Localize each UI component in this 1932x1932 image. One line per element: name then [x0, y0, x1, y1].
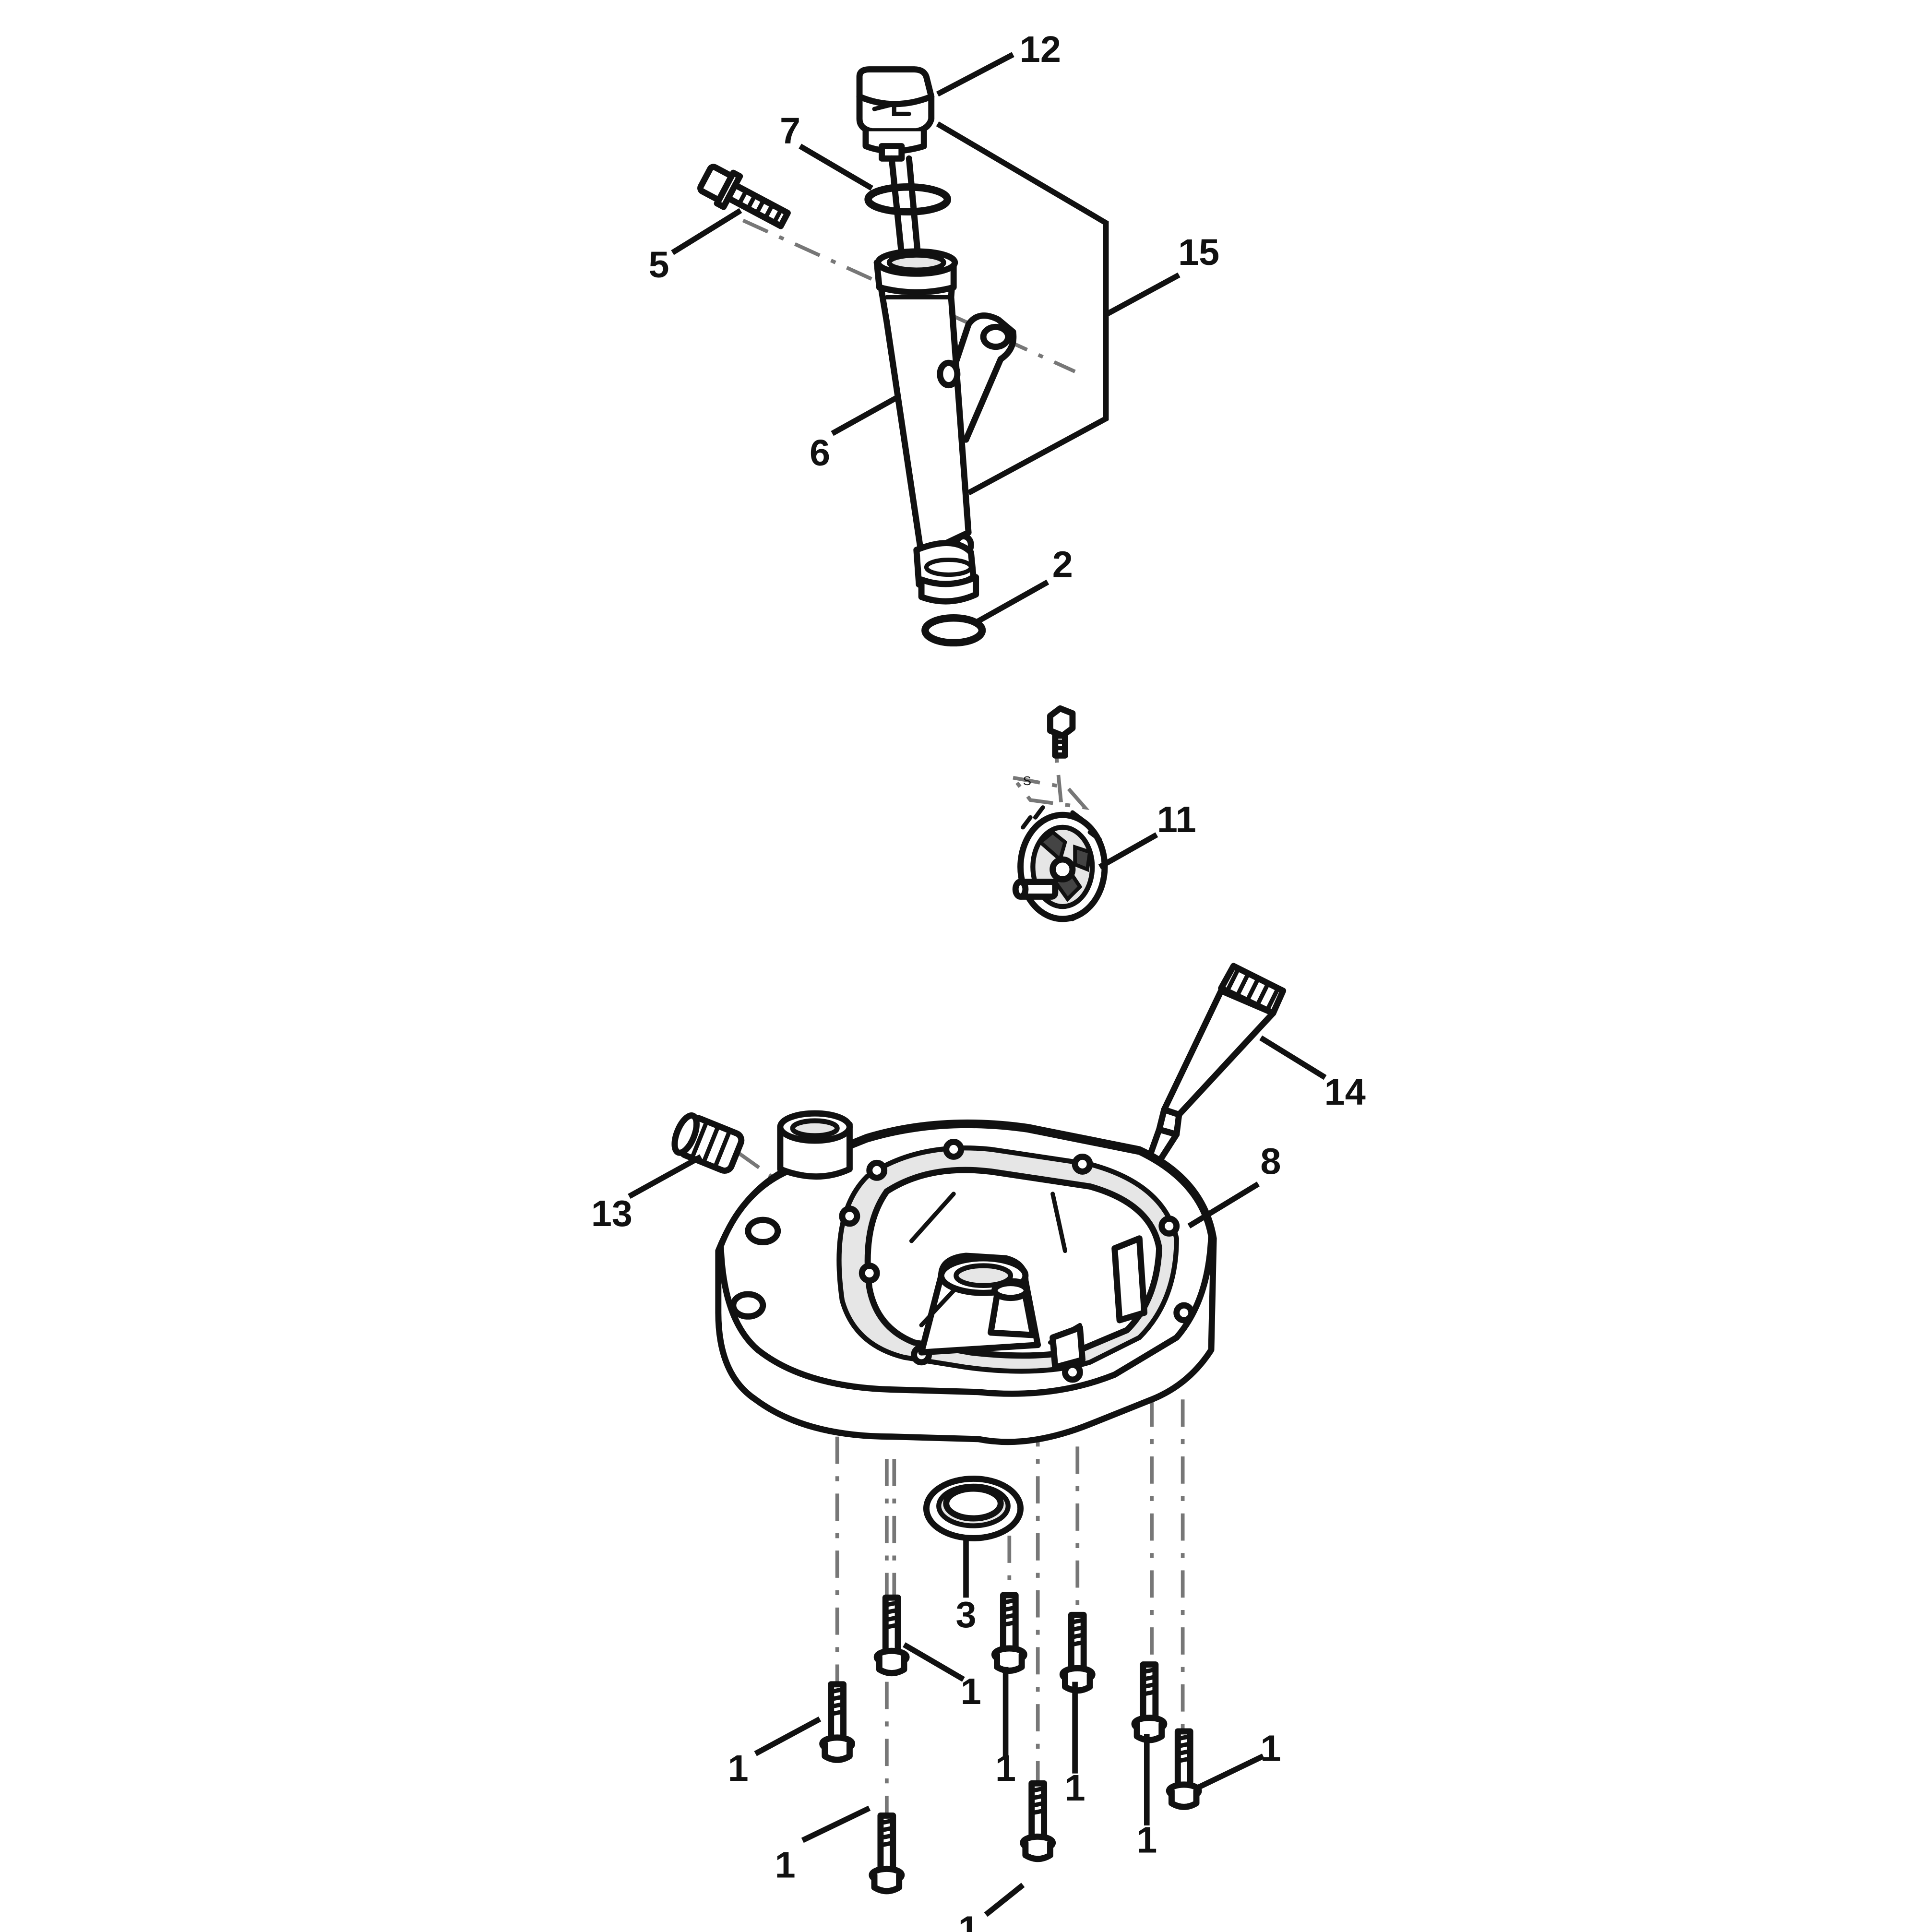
bolt-c: [869, 1812, 905, 1895]
bolt-d: [991, 1592, 1027, 1674]
label-2: 2: [1052, 544, 1073, 585]
set-bracket-part-15: [936, 121, 1109, 496]
screw-part-5: [697, 164, 791, 229]
bolt-f: [1059, 1611, 1096, 1694]
label-1-h: 1: [1260, 1728, 1281, 1769]
crankcase-cover-part-8: [715, 1110, 1217, 1445]
label-11: 11: [1157, 799, 1196, 840]
callout-labels: 12 7 5 15 6 2 11 14 8 13 3 1 1 1 1 1 1 1…: [591, 29, 1366, 1932]
label-6: 6: [810, 432, 830, 474]
label-1-d: 1: [995, 1748, 1016, 1789]
label-1-f: 1: [1065, 1767, 1085, 1809]
bolts-part-1: [819, 1592, 1202, 1895]
label-1-b: 1: [961, 1671, 981, 1712]
bolt-h: [1166, 1728, 1202, 1810]
leader-lines: [628, 52, 1327, 1917]
oil-filler-tube-part-6: [873, 248, 1017, 605]
sealant-tube-part-14: [1144, 963, 1287, 1173]
label-1-e: 1: [958, 1908, 979, 1932]
label-3: 3: [955, 1594, 976, 1635]
governor-part-11: [1012, 805, 1108, 922]
label-14: 14: [1324, 1072, 1366, 1113]
bolt-b: [873, 1594, 910, 1677]
svg-text:S: S: [1023, 775, 1031, 788]
bolt-e: [1020, 1780, 1056, 1862]
label-8: 8: [1260, 1141, 1281, 1182]
label-1-c: 1: [775, 1844, 796, 1885]
bolt-g: [1131, 1661, 1168, 1743]
small-screw: [1047, 705, 1076, 759]
o-ring-part-2: [921, 614, 986, 647]
label-15: 15: [1178, 232, 1219, 273]
plug-part-13: [671, 1112, 745, 1174]
label-12: 12: [1020, 29, 1061, 70]
bolt-a: [819, 1681, 856, 1763]
label-13: 13: [591, 1193, 632, 1234]
washer-plate: S: [1008, 775, 1090, 810]
o-ring-part-7: [864, 183, 952, 216]
oil-cap-part-12: [856, 66, 935, 162]
label-7: 7: [780, 110, 800, 152]
label-5: 5: [648, 244, 669, 286]
shaft-seal-part-3: [923, 1475, 1024, 1541]
label-1-a: 1: [728, 1748, 749, 1789]
label-1-g: 1: [1136, 1820, 1157, 1861]
